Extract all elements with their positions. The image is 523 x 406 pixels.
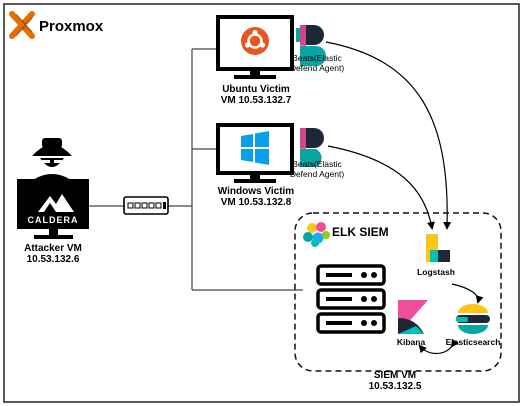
page-title: Proxmox [39, 18, 104, 35]
elasticsearch-icon [456, 304, 490, 334]
network-switch-icon [123, 196, 169, 215]
windows-agent-label-2: Defend Agent) [289, 169, 345, 179]
kibana-label: Kibana [396, 337, 426, 347]
beats-icon [300, 128, 324, 167]
network-links [88, 48, 303, 291]
windows-victim-vm: VM 10.53.132.8 [220, 197, 292, 208]
proxmox-logo-icon [9, 11, 35, 39]
attacker-vm-name: Attacker VM [24, 243, 82, 254]
elasticsearch-label: Elasticsearch [445, 337, 501, 347]
ubuntu-monitor-icon [216, 15, 294, 79]
siem-boundary [294, 212, 502, 372]
hacker-icon [30, 138, 74, 182]
logstash-to-elasticsearch-arrow [451, 283, 484, 304]
beats-icon [296, 25, 326, 66]
windows-agent-label-1: Beats(Elastic [292, 159, 342, 169]
ubuntu-victim-vm: VM 10.53.132.7 [220, 95, 292, 106]
windows-to-logstash-arrow [327, 145, 435, 230]
kibana-elasticsearch-arrow [418, 338, 459, 355]
ubuntu-to-logstash-arrow [325, 41, 452, 230]
elastic-logo-icon [303, 222, 330, 247]
ubuntu-agent-label-1: Beats(Elastic [292, 53, 342, 63]
windows-victim-name: Windows Victim [217, 186, 295, 197]
kibana-icon [398, 300, 428, 334]
server-stack-icon [316, 264, 386, 334]
ubuntu-victim-name: Ubuntu Victim [222, 84, 290, 95]
siem-vm-ip: 10.53.132.5 [368, 381, 422, 392]
siem-vm-name: SIEM VM [373, 370, 417, 381]
siem-title: ELK SIEM [332, 225, 389, 239]
windows-logo-icon [241, 131, 269, 165]
ubuntu-agent-label-2: Defend Agent) [289, 63, 345, 73]
attacker-vm-ip: 10.53.132.6 [26, 254, 80, 265]
windows-monitor-icon [216, 123, 294, 183]
logstash-icon [426, 234, 450, 262]
attacker-monitor-icon [17, 179, 89, 239]
logstash-label: Logstash [417, 267, 455, 277]
caldera-logo-text: CALDERA [27, 215, 79, 225]
